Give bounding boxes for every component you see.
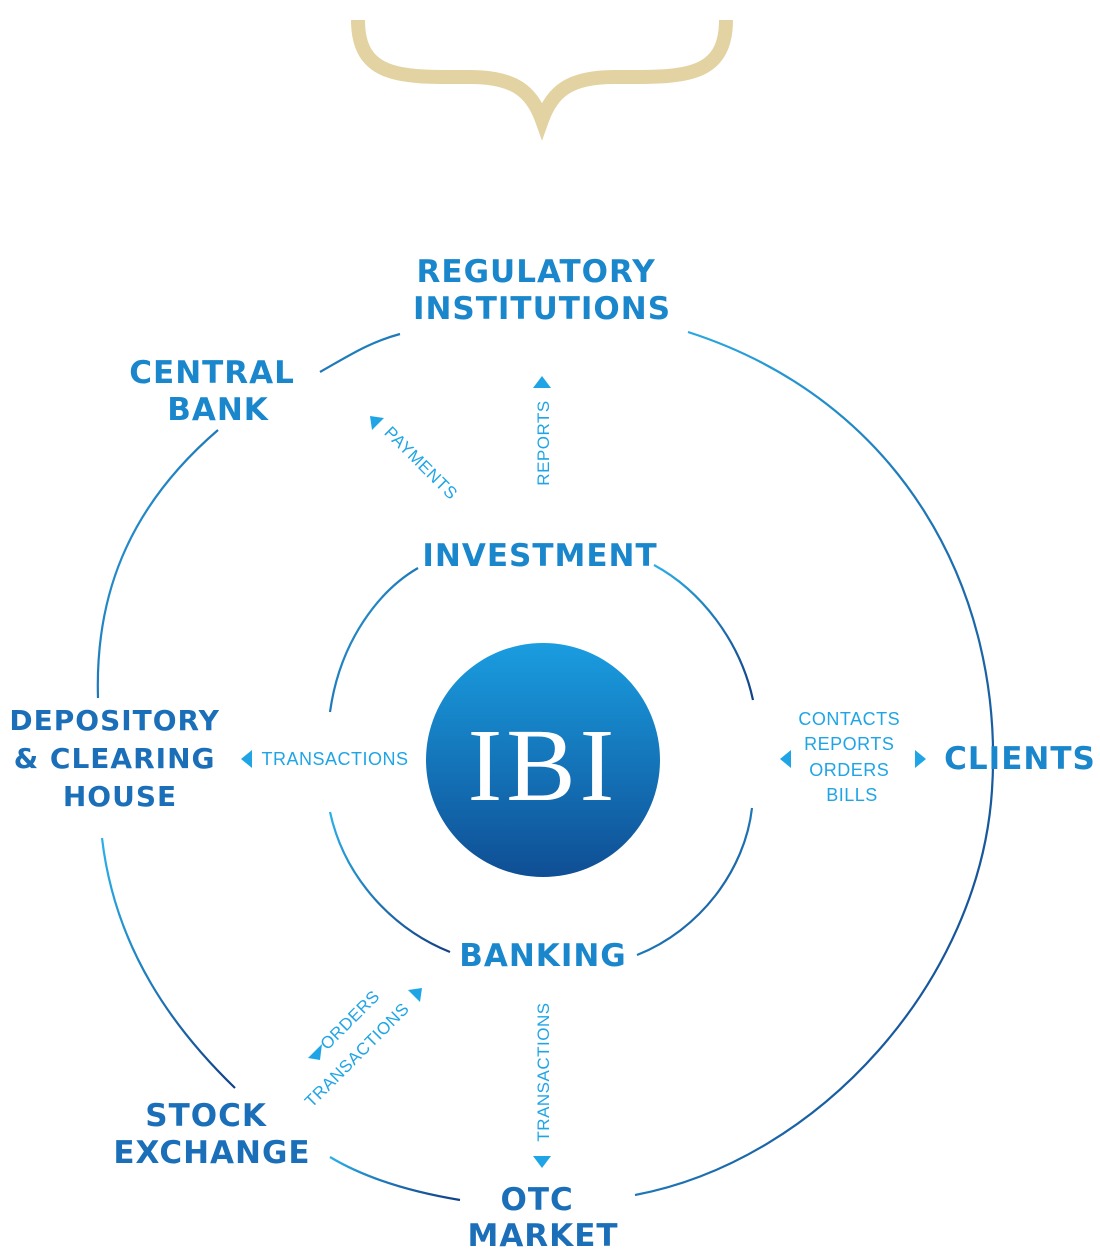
central-bank-label: CENTRAL BANK (129, 355, 306, 428)
depository-clearing-house-label: DEPOSITORY & CLEARING HOUSE (9, 704, 230, 813)
orders-arrow-icon (308, 1044, 322, 1060)
transactions-left-flow-label: TRANSACTIONS (261, 749, 408, 769)
ibi-logo-text: IBI (468, 708, 619, 823)
reports-arrow-icon (533, 376, 551, 388)
otc-line-2: MARKET (467, 1218, 618, 1250)
investment-label: INVESTMENT (422, 538, 657, 574)
curly-brace-icon (351, 19, 733, 141)
payments-arrow-icon (370, 416, 384, 430)
clients-flow-contacts: CONTACTS (798, 709, 900, 729)
ibi-logo-circle (426, 643, 660, 877)
payments-flow-label: PAYMENTS (381, 423, 462, 504)
depository-line-3: HOUSE (63, 780, 177, 813)
stock-exchange-label: STOCK EXCHANGE (113, 1098, 310, 1171)
clients-flow-reports: REPORTS (804, 734, 894, 754)
clients-flow-bills: BILLS (826, 785, 878, 805)
reports-flow-label: REPORTS (534, 400, 553, 485)
depository-line-1: DEPOSITORY (9, 704, 219, 737)
outer-ring (96, 330, 995, 1202)
regulatory-line-2: INSTITUTIONS (413, 291, 671, 327)
banking-label: BANKING (459, 938, 627, 974)
otc-transactions-flow-label: TRANSACTIONS (534, 1002, 553, 1141)
clients-right-arrow-icon (915, 750, 926, 768)
transactions-left-arrow-icon (241, 750, 252, 768)
regulatory-line-1: REGULATORY (417, 254, 656, 290)
clients-flow-labels: CONTACTS REPORTS ORDERS BILLS (798, 709, 905, 805)
otc-line-1: OTC (500, 1182, 573, 1218)
depository-line-2: & CLEARING (14, 742, 216, 775)
otc-market-label: OTC MARKET (467, 1182, 618, 1250)
stock-exchange-line-1: STOCK (145, 1098, 267, 1134)
inner-ring (328, 564, 755, 957)
clients-flow-orders: ORDERS (809, 760, 889, 780)
central-bank-line-1: CENTRAL (129, 355, 295, 391)
clients-label: CLIENTS (944, 741, 1096, 777)
stock-transactions-arrow-icon (408, 988, 422, 1002)
otc-transactions-arrow-icon (533, 1156, 551, 1168)
stock-exchange-line-2: EXCHANGE (113, 1135, 310, 1171)
regulatory-institutions-label: REGULATORY INSTITUTIONS (413, 254, 671, 327)
central-bank-line-2: BANK (167, 392, 269, 428)
clients-left-arrow-icon (780, 750, 791, 768)
